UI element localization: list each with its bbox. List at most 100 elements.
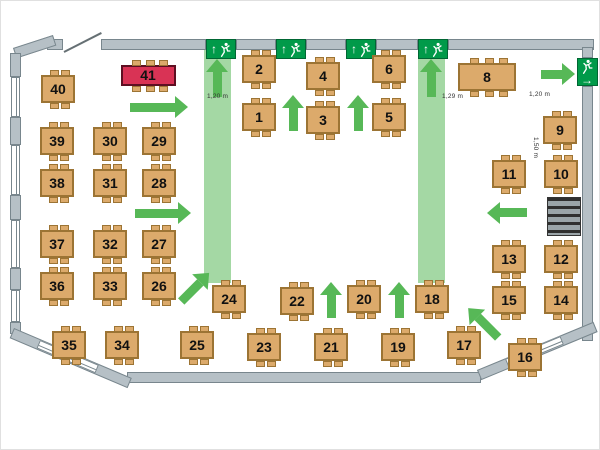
chair xyxy=(255,361,265,367)
running-man-icon xyxy=(289,42,301,57)
chair xyxy=(389,361,399,367)
chair xyxy=(101,225,111,231)
chair xyxy=(552,155,562,161)
table-number: 20 xyxy=(356,291,372,307)
chair xyxy=(326,134,336,140)
chair xyxy=(60,258,70,264)
chair xyxy=(262,131,272,137)
chair xyxy=(250,98,260,104)
chair xyxy=(48,258,58,264)
chair xyxy=(48,300,58,306)
wall-segment xyxy=(10,195,21,220)
chair xyxy=(101,258,111,264)
table-3: 3 xyxy=(306,101,340,140)
route-arrow xyxy=(135,202,191,224)
table-number: 15 xyxy=(501,292,517,308)
chair xyxy=(500,188,510,194)
chair xyxy=(512,314,522,320)
chair xyxy=(367,313,377,319)
table-number: 22 xyxy=(289,293,305,309)
chair xyxy=(516,338,526,344)
chair xyxy=(145,59,155,66)
wall-segment xyxy=(306,39,346,50)
table-32: 32 xyxy=(93,225,127,264)
chair xyxy=(60,155,70,161)
chair xyxy=(392,131,402,137)
route-arrow xyxy=(282,95,304,131)
chair xyxy=(162,122,172,128)
chair xyxy=(159,85,169,92)
chair xyxy=(232,313,242,319)
chair xyxy=(113,225,123,231)
chair xyxy=(101,267,111,273)
chair xyxy=(401,361,411,367)
table-34: 34 xyxy=(105,326,139,365)
window xyxy=(11,290,20,322)
chair xyxy=(455,326,465,332)
chair xyxy=(499,91,508,97)
exit-arrow-icon: ↑ xyxy=(211,42,217,56)
chair xyxy=(61,70,71,76)
arrow-body xyxy=(394,295,404,318)
wall-segment xyxy=(10,117,21,145)
table-23: 23 xyxy=(247,328,281,367)
chair xyxy=(150,155,160,161)
table-37: 37 xyxy=(40,225,74,264)
chair xyxy=(528,338,538,344)
arrow-body xyxy=(288,108,298,131)
chair xyxy=(484,58,494,64)
chair xyxy=(552,281,562,287)
chair xyxy=(113,258,123,264)
chair xyxy=(500,314,510,320)
table-28: 28 xyxy=(142,164,176,203)
table-10: 10 xyxy=(544,155,578,194)
chair xyxy=(392,98,402,104)
arrow-head-icon xyxy=(562,63,575,85)
chair xyxy=(250,83,260,89)
chair xyxy=(564,155,574,161)
table-number: 33 xyxy=(102,278,118,294)
table-18: 18 xyxy=(415,280,449,319)
arrow-head-icon xyxy=(282,95,304,108)
running-man-icon xyxy=(359,42,371,57)
table-9: 9 xyxy=(543,111,577,150)
chair xyxy=(60,267,70,273)
chair xyxy=(380,131,390,137)
chair xyxy=(150,300,160,306)
chair xyxy=(322,361,332,367)
route-arrow xyxy=(388,282,410,318)
chair xyxy=(467,359,477,365)
table-2: 2 xyxy=(242,50,276,89)
table-number: 27 xyxy=(151,236,167,252)
chair xyxy=(60,164,70,170)
chair xyxy=(48,155,58,161)
chair xyxy=(60,122,70,128)
chair xyxy=(380,50,390,56)
running-man-icon xyxy=(219,42,231,57)
table-30: 30 xyxy=(93,122,127,161)
chair xyxy=(334,328,344,334)
chair xyxy=(150,197,160,203)
chair xyxy=(162,300,172,306)
chair xyxy=(150,164,160,170)
chair xyxy=(528,371,538,377)
chair xyxy=(552,273,562,279)
chair xyxy=(250,50,260,56)
chair xyxy=(48,267,58,273)
table-number: 28 xyxy=(151,175,167,191)
arrow-head-icon xyxy=(320,282,342,295)
table-number: 16 xyxy=(517,349,533,365)
chair xyxy=(267,361,277,367)
table-number: 5 xyxy=(385,109,393,125)
chair xyxy=(392,83,402,89)
dimension-label: 1,50 m xyxy=(532,137,539,159)
chair xyxy=(314,101,324,107)
table-1: 1 xyxy=(242,98,276,137)
route-arrow xyxy=(206,59,228,97)
chair xyxy=(72,326,82,332)
chair xyxy=(512,281,522,287)
table-number: 30 xyxy=(102,133,118,149)
chair xyxy=(552,188,562,194)
table-4: 4 xyxy=(306,57,340,96)
